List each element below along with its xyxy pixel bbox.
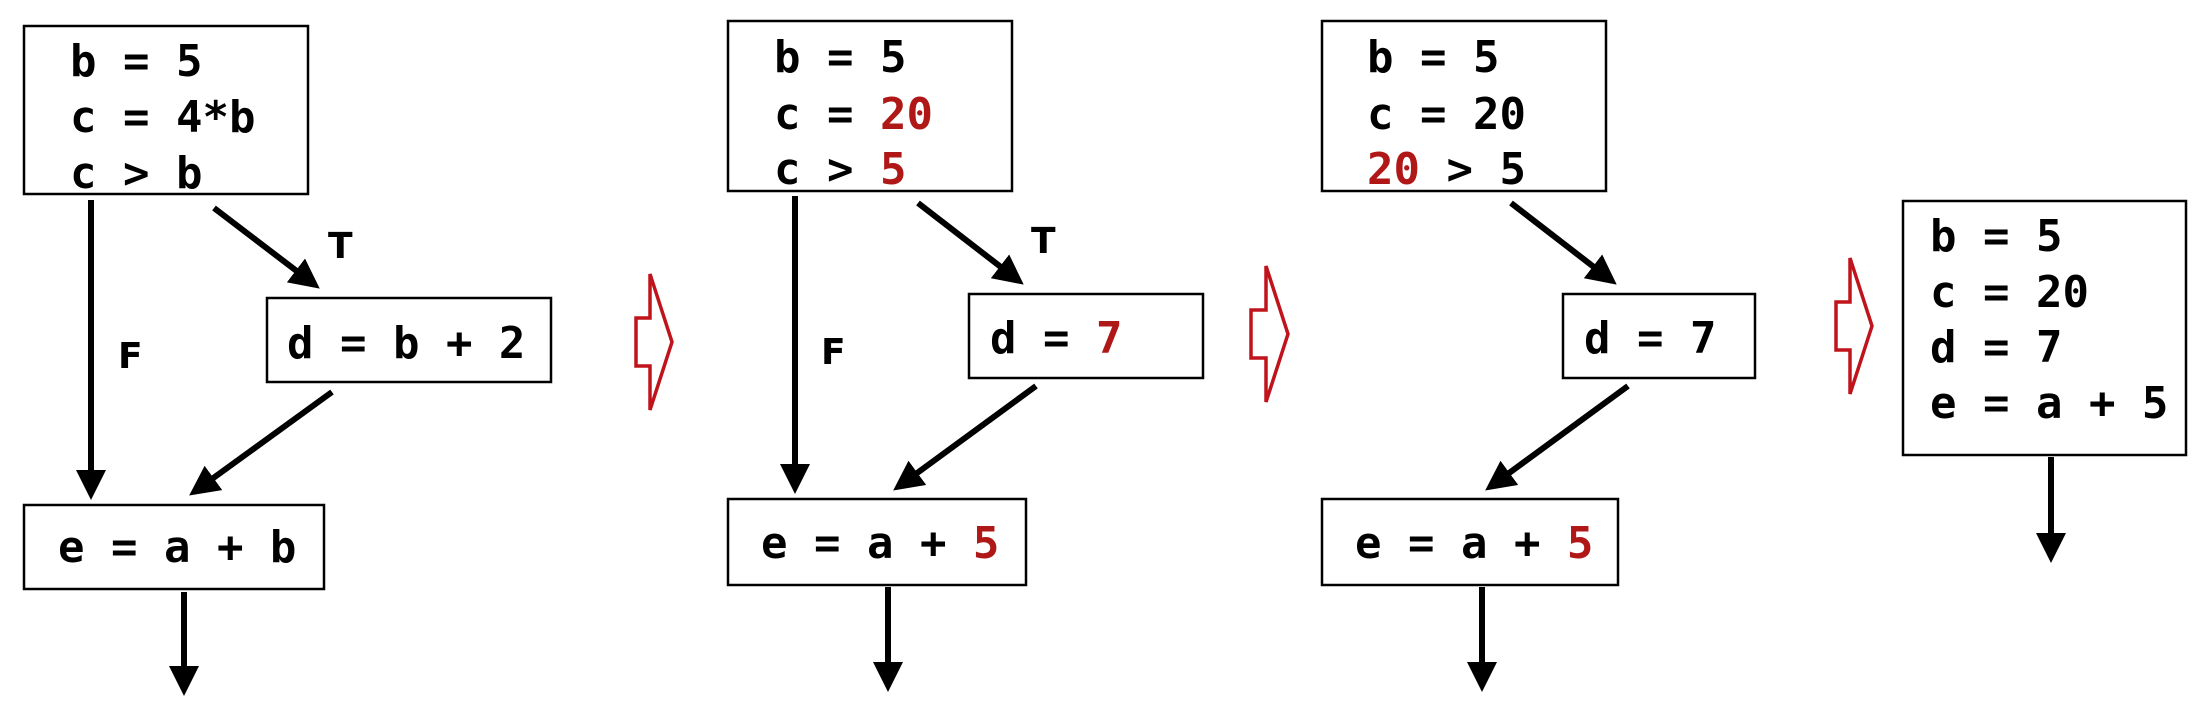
stmt-condition: c > b	[70, 148, 202, 199]
propagated-value: 5	[880, 144, 907, 195]
label-true: T	[328, 226, 353, 267]
edge-true	[916, 200, 1024, 285]
propagated-value: 5	[1567, 518, 1594, 569]
block-1-entry	[22, 24, 310, 196]
block-1-entry	[726, 19, 1014, 193]
stmt-d-assign: d = 7	[990, 313, 1122, 364]
edge-true	[212, 205, 320, 289]
stmt-b-assign: b = 5	[1367, 32, 1499, 83]
stmt-c-assign: c = 4*b	[70, 92, 255, 143]
propagated-value: 5	[973, 518, 1000, 569]
folded-value: 20	[880, 89, 933, 140]
stmt-b-assign: b = 5	[1930, 211, 2062, 262]
stmt-d-assign: d = b + 2	[287, 318, 525, 369]
step-arrow-1	[634, 273, 674, 411]
block-2-true-branch	[265, 296, 553, 384]
diagram-original: b = 5 c = 4*b c > b d = b + 2 e = a + b …	[22, 24, 553, 696]
label-false: F	[821, 332, 846, 373]
block-2-true-branch	[1561, 292, 1757, 380]
block-1-entry	[1320, 19, 1608, 193]
diagram-constant-propagation: b = 5 c = 20 c > 5 d = 7 e = a + 5 T F	[726, 19, 1205, 692]
stmt-c-assign: c = 20	[774, 89, 933, 140]
stmt-e-assign: e = a + b	[58, 522, 296, 573]
propagated-value: 20	[1367, 144, 1420, 195]
edge-join	[189, 389, 334, 496]
step-arrow-2	[1249, 265, 1290, 403]
stmt-condition: 20 > 5	[1367, 144, 1526, 195]
edge-join	[893, 383, 1038, 491]
stmt-e-assign: e = a + 5	[1355, 518, 1593, 569]
block-merged	[1901, 199, 2188, 457]
stmt-c-assign: c = 20	[1930, 267, 2089, 318]
stmt-e-assign: e = a + 5	[1930, 378, 2168, 429]
block-2-true-branch	[967, 292, 1205, 380]
block-3-join	[726, 497, 1028, 587]
stmt-c-assign: c = 20	[1367, 89, 1526, 140]
edge-join	[1485, 383, 1630, 491]
step-arrow-3	[1834, 257, 1874, 395]
diagram-branch-folding: b = 5 c = 20 20 > 5 d = 7 e = a + 5	[1320, 19, 1757, 692]
block-3-join	[22, 503, 326, 591]
diagram-merged-block: b = 5 c = 20 d = 7 e = a + 5	[1901, 199, 2188, 563]
stmt-b-assign: b = 5	[774, 32, 906, 83]
edge-true	[1509, 200, 1617, 285]
label-false: F	[118, 336, 143, 377]
label-true: T	[1031, 221, 1056, 262]
stmt-b-assign: b = 5	[70, 36, 202, 87]
stmt-e-assign: e = a + 5	[761, 518, 999, 569]
stmt-d-assign: d = 7	[1930, 322, 2062, 373]
stmt-condition: c > 5	[774, 144, 906, 195]
stmt-d-assign: d = 7	[1584, 313, 1716, 364]
folded-value: 7	[1096, 313, 1123, 364]
block-3-join	[1320, 497, 1620, 587]
